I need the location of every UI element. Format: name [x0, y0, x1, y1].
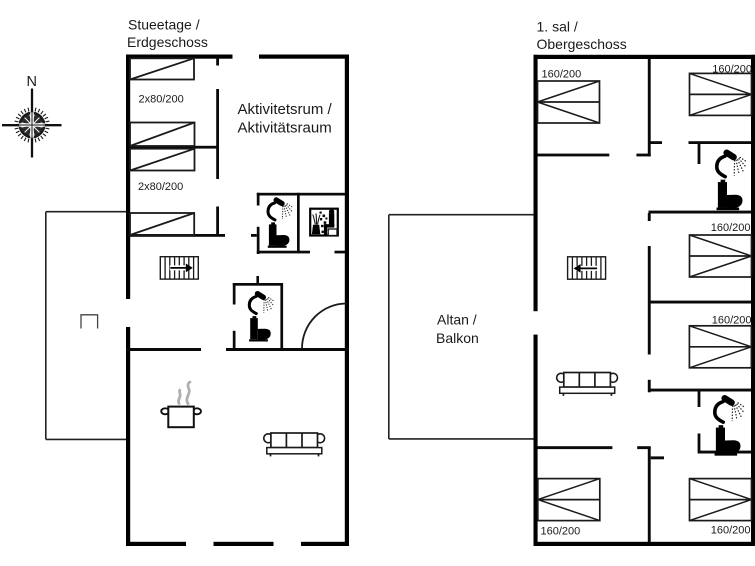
svg-text:Altan /: Altan / — [437, 312, 477, 328]
svg-text:Aktivitetsrum /: Aktivitetsrum / — [238, 101, 333, 118]
svg-text:160/200: 160/200 — [712, 64, 752, 76]
svg-text:160/200: 160/200 — [542, 69, 582, 81]
svg-text:Erdgeschoss: Erdgeschoss — [127, 34, 208, 50]
svg-text:Stueetage /: Stueetage / — [128, 17, 200, 33]
svg-text:160/200: 160/200 — [541, 526, 581, 538]
svg-text:N: N — [27, 74, 37, 90]
svg-text:Balkon: Balkon — [436, 330, 479, 346]
svg-text:2x80/200: 2x80/200 — [138, 181, 183, 193]
svg-text:160/200: 160/200 — [711, 222, 751, 234]
svg-text:1. sal /: 1. sal / — [537, 19, 578, 35]
svg-text:160/200: 160/200 — [712, 315, 752, 327]
svg-text:160/200: 160/200 — [711, 525, 751, 537]
svg-text:2x80/200: 2x80/200 — [139, 94, 184, 106]
svg-text:Obergeschoss: Obergeschoss — [537, 36, 627, 52]
svg-text:Aktivitätsraum: Aktivitätsraum — [238, 120, 332, 137]
